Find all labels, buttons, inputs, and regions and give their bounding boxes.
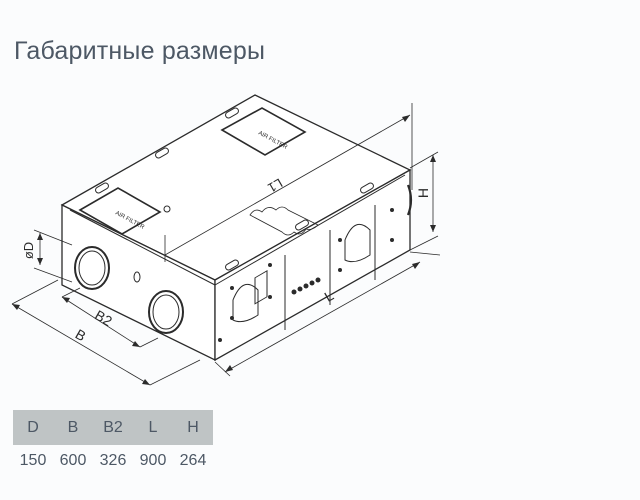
header-d: D — [13, 410, 53, 445]
label-diameter: øD — [21, 241, 37, 260]
value-b2: 326 — [99, 452, 127, 469]
header-b: B — [53, 410, 93, 445]
dimensions-header-row: D B B2 L H — [13, 410, 213, 445]
value-l: 900 — [139, 452, 167, 469]
page-title: Габаритные размеры — [14, 36, 266, 65]
label-h: H — [415, 187, 432, 199]
value-h: 264 — [179, 452, 207, 469]
dimensions-table: D B B2 L H 150 600 326 900 264 — [13, 410, 213, 477]
header-b2: B2 — [93, 410, 133, 445]
unit-dimension-drawing: AIR FILTER AIR FILTER — [11, 94, 441, 386]
header-l: L — [133, 410, 173, 445]
header-h: H — [173, 410, 213, 445]
value-b: 600 — [59, 452, 87, 469]
value-d: 150 — [19, 452, 47, 469]
dimensions-value-row: 150 600 326 900 264 — [13, 445, 213, 477]
